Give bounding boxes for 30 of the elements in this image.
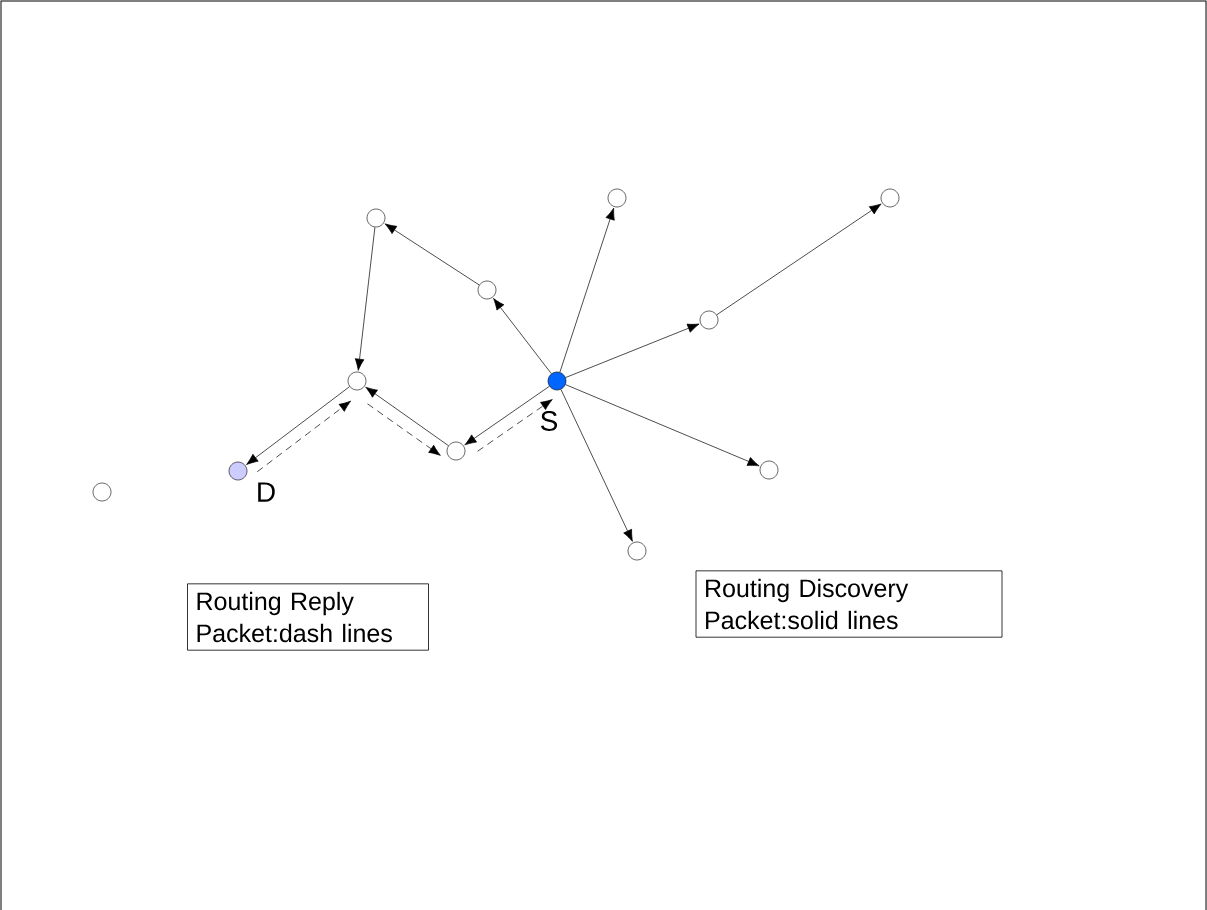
arrow xyxy=(716,203,882,316)
network-node xyxy=(366,208,386,228)
network-node xyxy=(347,371,367,391)
arrow xyxy=(246,386,350,465)
network-node xyxy=(477,280,497,300)
network-node xyxy=(547,371,567,391)
node-label: D xyxy=(258,482,275,502)
network-node xyxy=(880,188,900,208)
network-node xyxy=(759,460,779,480)
arrow xyxy=(493,298,552,374)
network-node xyxy=(446,441,466,461)
network-node xyxy=(92,482,112,502)
arrow xyxy=(464,385,550,446)
arrow xyxy=(560,389,633,542)
arrow xyxy=(559,207,615,373)
arrow xyxy=(477,399,553,452)
arrow xyxy=(354,226,376,371)
network-node xyxy=(627,541,647,561)
legend-box: Routing Reply Packet:dash lines xyxy=(187,583,429,651)
arrow xyxy=(384,223,480,286)
arrow xyxy=(367,403,441,456)
arrow xyxy=(256,400,352,473)
network-node xyxy=(607,188,627,208)
arrow xyxy=(565,384,760,467)
legend-box: Routing Discovery Packet:solid lines xyxy=(695,570,1003,638)
arrow xyxy=(365,386,449,446)
network-node xyxy=(228,461,248,481)
arrow xyxy=(565,323,700,378)
node-label: S xyxy=(540,411,558,431)
network-node xyxy=(699,310,719,330)
